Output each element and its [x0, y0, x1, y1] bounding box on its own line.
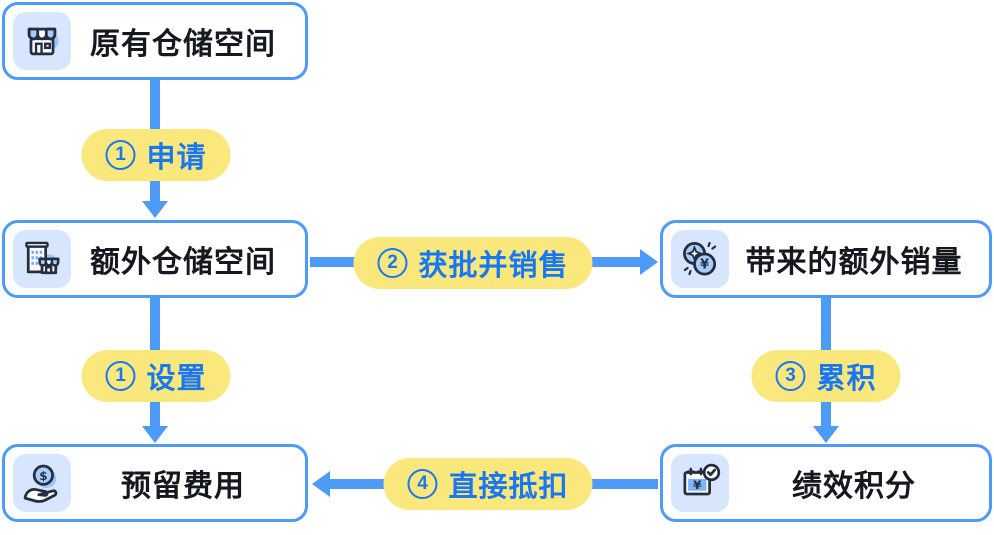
node-label: 额外仓储空间: [90, 246, 276, 279]
step-label: 累积: [816, 363, 877, 395]
arrow-apply-head: [142, 201, 168, 218]
step-number-circle: 1: [105, 140, 136, 170]
node-label: 绩效积分: [792, 470, 916, 503]
step-label: 设置: [146, 363, 207, 395]
step-number-circle: 1: [105, 361, 136, 391]
step-approved-sell: 2 获批并销售: [353, 237, 593, 289]
step-label: 直接抵扣: [448, 471, 569, 503]
node-extra-storage: 额外仓储空间: [2, 220, 308, 298]
step-deduct: 4 直接抵扣: [383, 458, 593, 510]
svg-text:¥: ¥: [700, 258, 709, 273]
svg-text:$: $: [39, 469, 47, 483]
node-extra-sales: ¥ 带来的额外销量: [660, 220, 992, 298]
node-label: 预留费用: [121, 470, 245, 503]
node-label: 原有仓储空间: [90, 28, 276, 61]
node-performance-points: ¥ 绩效积分: [660, 444, 992, 522]
step-label: 获批并销售: [418, 250, 569, 282]
step-setup: 1 设置: [81, 350, 231, 402]
arrow-approved-head: [640, 249, 658, 275]
step-number-circle: 3: [775, 361, 806, 391]
hand-coin-icon: $: [13, 454, 71, 512]
step-number-circle: 2: [377, 248, 408, 278]
svg-text:¥: ¥: [693, 478, 702, 492]
node-reserved-fee: $ 预留费用: [2, 444, 308, 522]
coins-icon: ¥: [671, 230, 729, 288]
node-label: 带来的额外销量: [745, 246, 963, 279]
storefront-icon: [13, 12, 71, 70]
step-number-circle: 4: [407, 469, 438, 499]
calendar-check-icon: ¥: [671, 454, 729, 512]
step-accumulate: 3 累积: [751, 350, 901, 402]
building-store-icon: [13, 230, 71, 288]
step-label: 申请: [146, 142, 207, 174]
step-apply: 1 申请: [81, 129, 231, 181]
arrow-setup-head: [142, 426, 168, 443]
node-original-storage: 原有仓储空间: [2, 2, 308, 80]
arrow-deduct-head: [312, 471, 330, 497]
arrow-accumulate-head: [813, 426, 839, 443]
